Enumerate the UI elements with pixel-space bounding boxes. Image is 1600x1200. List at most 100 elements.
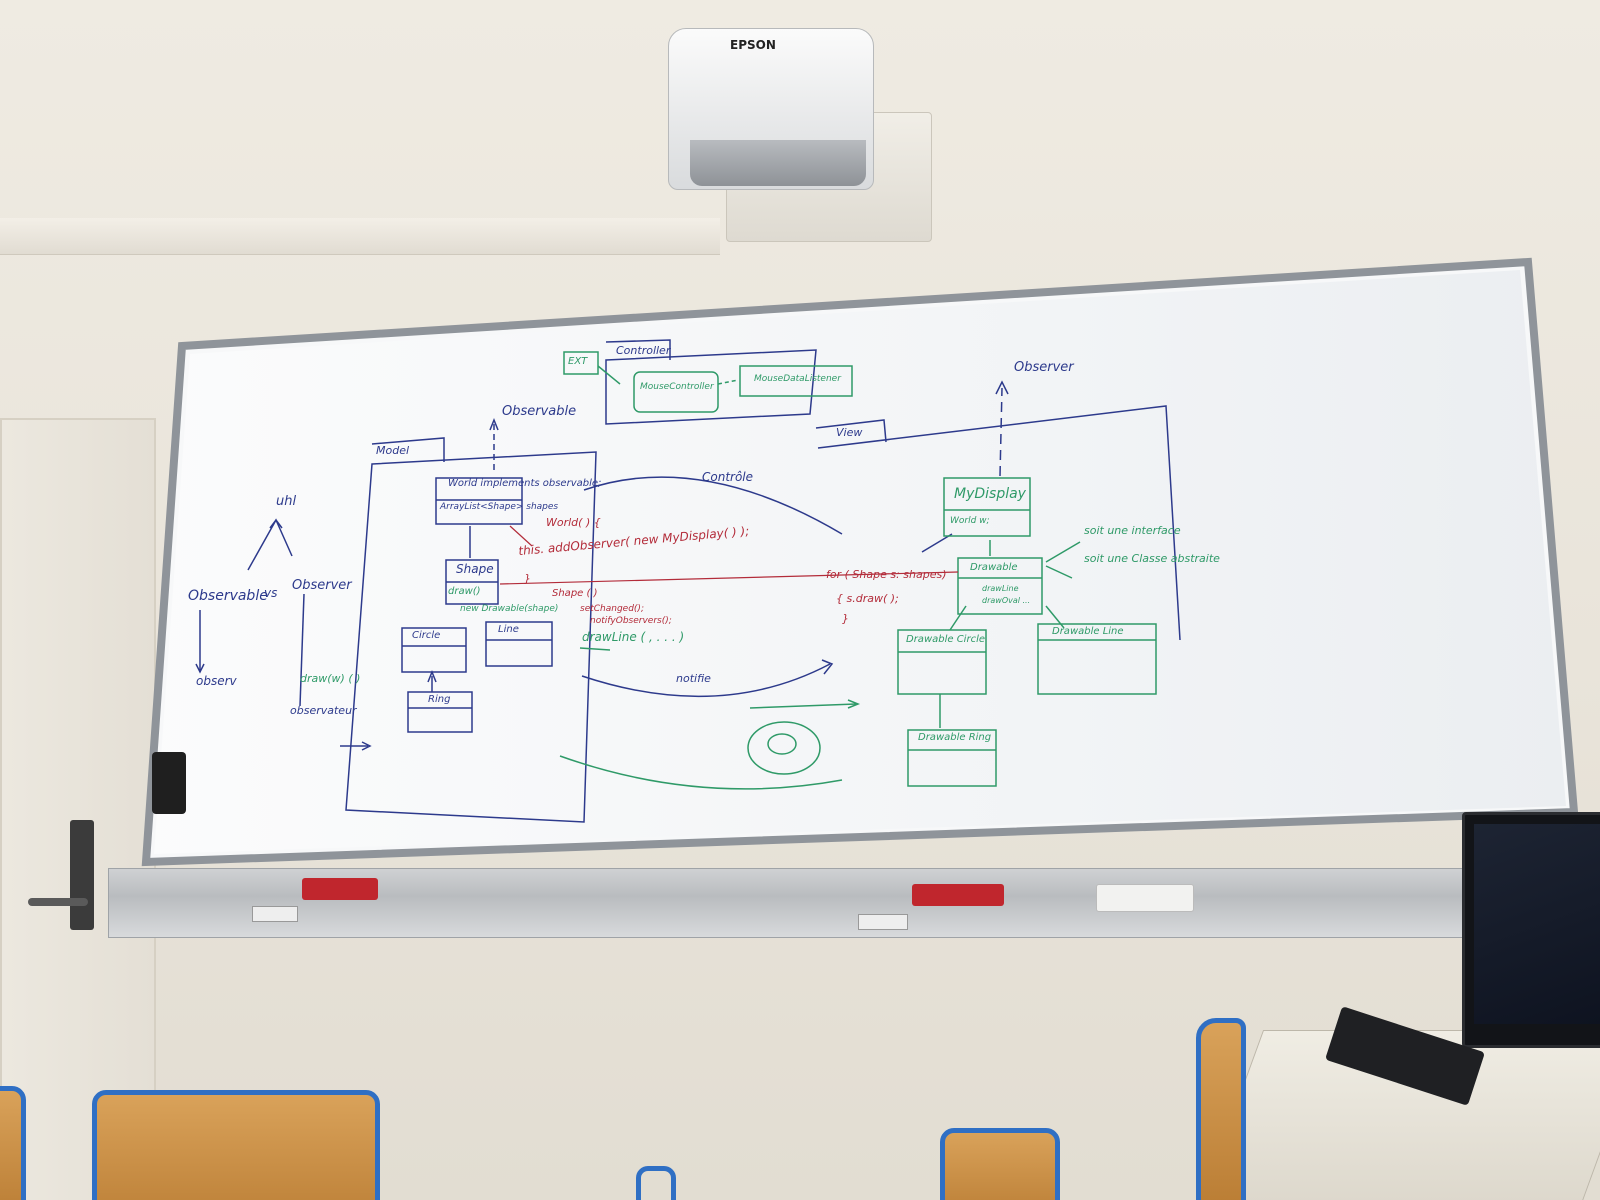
view-package [581, 380, 1181, 698]
left-diagram [195, 518, 305, 707]
label-observable: Observable [188, 588, 268, 604]
drawable-notes-links [1045, 541, 1081, 579]
label-model-observable: Observable [502, 404, 577, 419]
controller-classes [563, 351, 853, 413]
label-drawable: Drawable [970, 562, 1018, 573]
drawable-circle-box [897, 629, 987, 695]
label-new-drawable: new Drawable(shape) [460, 604, 559, 614]
drawline-underline [579, 647, 611, 651]
circle-class-box [401, 627, 467, 673]
code-world-ctor: World( ) { [546, 516, 601, 529]
label-shape: Shape [456, 562, 494, 576]
drawable-line-box [1037, 623, 1157, 695]
controller-package [605, 339, 817, 425]
label-uhl: uhl [276, 494, 297, 509]
monitor-screen [1474, 824, 1600, 1024]
label-model: Model [376, 444, 410, 457]
view-observer-link [999, 387, 1003, 477]
red-power-strip-left [302, 878, 378, 900]
controller-package-tab [605, 339, 671, 360]
observer-down-line [299, 593, 305, 707]
chair-edge-left [0, 1086, 26, 1200]
controle-arc [583, 476, 843, 535]
code-draw-line: drawLine ( , . . . ) [582, 630, 685, 644]
label-ext: EXT [568, 356, 588, 367]
label-notifie: notifie [676, 672, 711, 685]
chair-back-frame [636, 1166, 676, 1200]
label-mouse-controller: MouseController [640, 382, 714, 392]
red-shape-drawable-line [499, 571, 959, 585]
whiteboard-glare [154, 270, 1566, 854]
network-port-right [858, 914, 908, 930]
projector-brand: EPSON [730, 38, 776, 52]
notifie-arc [581, 663, 831, 698]
mouse-controller-box [633, 371, 719, 413]
code-shape-ctor: Shape ( ) [552, 588, 598, 599]
label-observ: observ [196, 674, 237, 688]
label-mouse-listener: MouseDataListener [754, 374, 841, 384]
mydisplay-box [943, 477, 1031, 537]
mydisplay-link [921, 533, 953, 553]
drawable-ring-box [907, 729, 997, 787]
uml-tree-arrowhead [269, 518, 283, 529]
label-controller-package: Controller [616, 344, 671, 357]
ring-class-box [407, 691, 473, 733]
label-ring: Ring [428, 694, 451, 705]
label-soit-interface: soit une interface [1084, 524, 1181, 537]
label-drawable-ring: Drawable Ring [918, 732, 992, 743]
model-package-outline [345, 451, 597, 823]
door-lever [28, 898, 88, 906]
label-draw-call: draw(w) ( ) [300, 672, 361, 685]
drawable-box [957, 557, 1043, 615]
view-package-outline [817, 405, 1181, 641]
label-circle: Circle [412, 630, 441, 641]
wall-cornice [0, 218, 720, 255]
world-class-box [435, 477, 523, 525]
code-end: } [842, 612, 849, 625]
chair-right [1196, 1018, 1246, 1200]
label-view-observer: Observer [1014, 360, 1074, 375]
chair-center [940, 1128, 1060, 1200]
red-links [499, 525, 959, 585]
model-observable-arrowhead [489, 417, 499, 431]
red-world-link [509, 525, 533, 547]
model-package-tab [371, 437, 445, 462]
label-soit-abstract: soit une Classe abstraite [1084, 552, 1220, 565]
code-set-changed: setChanged(); [580, 604, 644, 614]
model-side-arrowhead [361, 741, 372, 751]
red-power-strip-right [912, 884, 1004, 906]
label-mydisplay: MyDisplay [954, 486, 1026, 502]
code-s-draw: { s.draw( ); [836, 592, 899, 605]
label-shape-draw: draw() [448, 586, 481, 597]
label-observer: Observer [292, 578, 352, 593]
observable-down-arrowhead [195, 663, 205, 674]
controller-listener-link [717, 379, 739, 385]
label-view-package: View [836, 426, 863, 439]
ext-link [597, 365, 621, 385]
label-world-w: World w; [950, 516, 990, 526]
label-drawable-line: Drawable Line [1052, 626, 1124, 637]
label-line: Line [498, 624, 519, 635]
label-drawable-methods-2: drawOval ... [982, 596, 1031, 605]
projector-base [690, 140, 866, 186]
chair-front-left [92, 1090, 380, 1200]
controller-package-outline [605, 349, 817, 425]
label-drawable-methods-1: drawLine [982, 584, 1019, 593]
door-handle-plate [70, 820, 94, 930]
label-observateur: observateur [290, 704, 357, 717]
ext-box [563, 351, 599, 375]
green-arc-bottom [559, 755, 843, 790]
code-close-brace: } [524, 572, 531, 585]
green-arrow-1 [749, 703, 857, 709]
line-class-box [485, 621, 553, 667]
label-drawable-circle: Drawable Circle [906, 634, 986, 645]
mouse-listener-box [739, 365, 853, 397]
board-eraser [152, 752, 186, 814]
white-power-strip [1096, 884, 1194, 912]
code-for-loop: for ( Shape s: shapes) [826, 568, 947, 581]
view-package-tab [815, 419, 887, 443]
view-classes [559, 477, 1157, 790]
ring-circle-arrowhead [427, 669, 437, 683]
